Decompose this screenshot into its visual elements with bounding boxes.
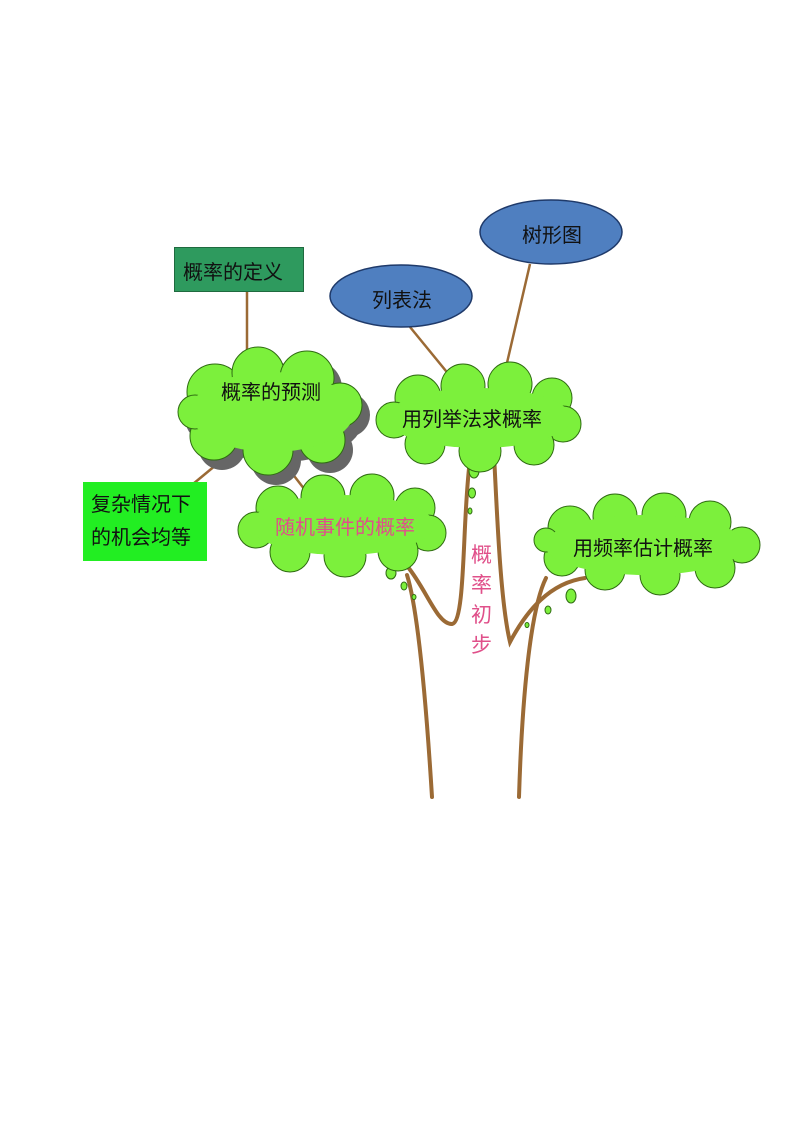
cloud-frequency [533, 492, 761, 596]
definition-box: 概率的定义 [174, 247, 304, 292]
branch-frequency [492, 453, 587, 648]
bubble [544, 605, 552, 615]
bubble [467, 507, 473, 515]
ellipse-tree-diagram [479, 199, 623, 265]
trunk-left-line [405, 573, 434, 799]
cloud-enumeration [375, 361, 582, 473]
trunk-label: 概率初步 [471, 543, 492, 657]
bubble [400, 581, 408, 591]
equal-chance-line2: 的机会均等 [91, 525, 191, 549]
bubble [468, 487, 476, 499]
random-event-label: 随机事件的概率 [275, 515, 415, 539]
frequency-label: 用频率估计概率 [573, 536, 713, 560]
cloud-prediction [177, 346, 370, 485]
equal-chance-line1: 复杂情况下 [91, 492, 191, 516]
trunk-right-line [517, 576, 548, 799]
bubble [524, 622, 530, 628]
ellipse-table-method [329, 264, 473, 328]
tree-trunk [378, 453, 587, 799]
prediction-label: 概率的预测 [221, 380, 321, 404]
bubble [411, 594, 417, 600]
enumeration-label: 用列举法求概率 [402, 407, 542, 431]
connector-tree-enumeration [501, 263, 532, 381]
tree-diagram-label: 树形图 [522, 223, 582, 247]
branch-random-event [378, 458, 472, 627]
equal-chance-box: 复杂情况下 的机会均等 [83, 482, 207, 561]
definition-label: 概率的定义 [183, 260, 283, 284]
bubble [565, 588, 577, 604]
table-method-label: 列表法 [372, 288, 432, 312]
cloud-random-event [237, 473, 447, 578]
